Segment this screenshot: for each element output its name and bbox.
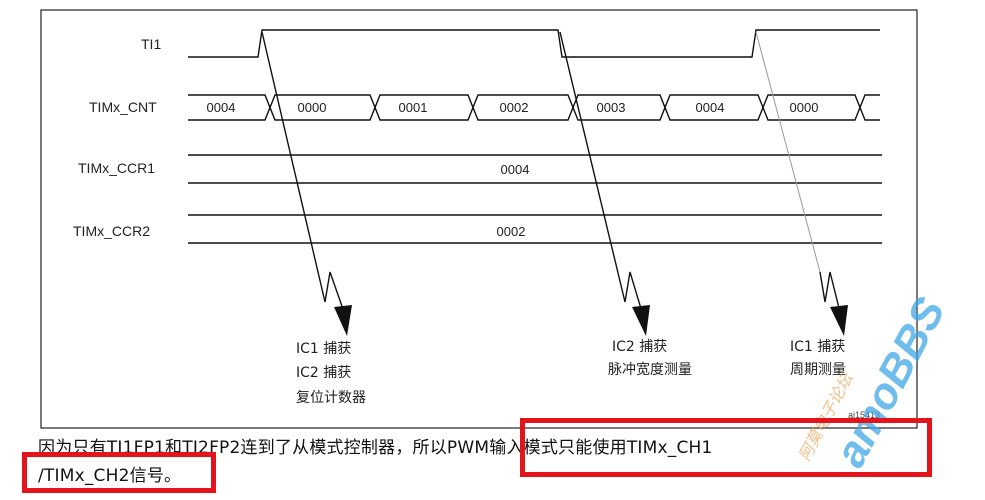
- signal-label-ccr2: TIMx_CCR2: [73, 223, 150, 239]
- capture-1-text: 复位计数器: [296, 389, 366, 406]
- cnt-value: 0000: [790, 100, 819, 115]
- ccr2-value: 0002: [497, 224, 526, 239]
- figure-frame: [40, 9, 918, 429]
- highlight-box-right: [520, 418, 932, 477]
- capture-arrow-1: [261, 31, 352, 336]
- capture-2-text: 脉冲宽度测量: [608, 361, 692, 378]
- signal-label-cnt: TIMx_CNT: [89, 99, 157, 115]
- capture-1-text: IC1 捕获: [296, 341, 351, 357]
- cnt-value: 0004: [207, 100, 236, 115]
- signal-label-ti1: TI1: [141, 36, 161, 52]
- capture-2-text: IC2 捕获: [612, 339, 667, 355]
- cnt-bus: [188, 94, 880, 121]
- ccr1-value: 0004: [501, 162, 530, 177]
- highlight-box-left: [22, 452, 216, 493]
- cnt-value: 0004: [696, 100, 725, 115]
- signal-label-ccr1: TIMx_CCR1: [78, 160, 155, 176]
- ti1-waveform: [188, 29, 880, 58]
- cnt-value: 0001: [399, 100, 428, 115]
- cnt-value: 0000: [298, 100, 327, 115]
- capture-arrow-3: [755, 31, 848, 336]
- cnt-value: 0002: [500, 100, 529, 115]
- cnt-value: 0003: [597, 100, 626, 115]
- figure-id: ai15413: [848, 410, 880, 420]
- caption-line-2: /TIMx_CH2信号。: [38, 466, 182, 486]
- capture-3-text: 周期测量: [790, 362, 846, 378]
- capture-3-text: IC1 捕获: [790, 339, 845, 355]
- capture-1-text: IC2 捕获: [296, 365, 351, 381]
- capture-arrow-2: [559, 31, 650, 336]
